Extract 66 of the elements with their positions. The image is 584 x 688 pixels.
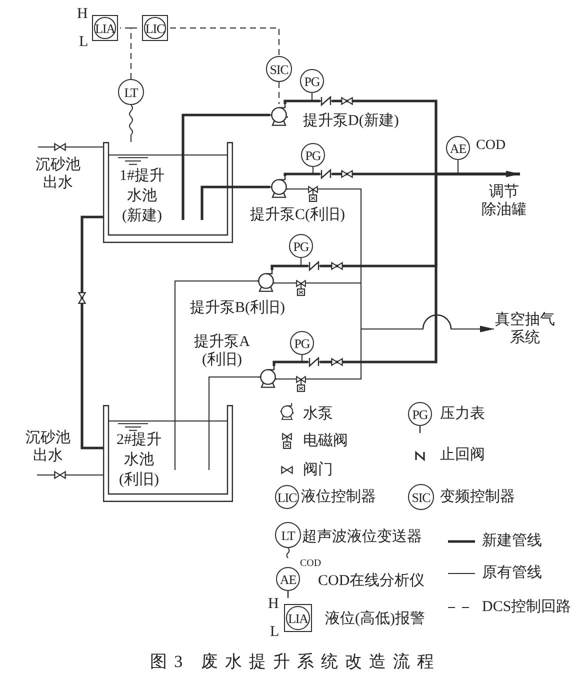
pump-label: 提升泵A(利旧) (193, 333, 251, 369)
source-label: 沉砂池出水 (25, 429, 71, 475)
legend-label: 水泵 (303, 405, 333, 423)
pipeline (272, 170, 520, 366)
limit-label: H (77, 5, 88, 23)
pump-icon (259, 366, 277, 388)
analyte-label: COD (476, 137, 506, 155)
pump-icon (270, 104, 288, 126)
legend-label: 阀门 (303, 461, 333, 479)
dashed-signal-line (130, 28, 132, 80)
instrument-bubble: LIC (275, 485, 299, 509)
destination-label: 调节除油罐 (481, 174, 527, 219)
instrument-bubble: PG (290, 331, 314, 355)
instrument-bubble: SIC (266, 56, 292, 82)
pipeline (276, 314, 494, 380)
boxed-instrument-bubble: LIC (142, 15, 168, 41)
pipeline (182, 114, 270, 142)
instrument-tap-line (300, 258, 302, 266)
instrument-bubble: LT (275, 522, 301, 548)
pipeline (80, 216, 103, 450)
limit-label: H (268, 595, 279, 613)
legend-label: 电磁阀 (303, 432, 348, 450)
pipeline (38, 146, 104, 148)
legend-label: 新建管线 (482, 532, 542, 550)
pump-icon (257, 270, 275, 292)
boxed-instrument-bubble: LIA (284, 604, 312, 632)
wavy-signal-line (129, 104, 133, 142)
legend-label: 止回阀 (440, 446, 485, 464)
pipeline (174, 280, 258, 406)
legend-label: 变频控制器 (440, 488, 515, 506)
tank-label: 2#提升水池(利旧) (116, 430, 162, 490)
tank (103, 405, 233, 502)
legend-label: COD在线分析仪 (318, 572, 425, 590)
instrument-bubble: PG (301, 143, 325, 167)
pipeline (208, 376, 260, 406)
limit-label: L (79, 33, 88, 51)
instrument-bubble: PG (289, 234, 313, 258)
pump-label: 提升泵B(利旧) (190, 299, 285, 317)
instrument-bubble: AE (446, 136, 470, 160)
legend-label: DCS控制回路 (482, 598, 572, 616)
legend-label: 原有管线 (482, 564, 542, 582)
destination-label: 真空抽气系统 (494, 311, 556, 347)
dashed-signal-line (278, 82, 280, 104)
instrument-tap-line (312, 166, 314, 174)
superscript-label: COD (300, 558, 322, 570)
source-label: 沉砂池出水 (35, 147, 81, 192)
instrument-bubble: SIC (408, 484, 434, 510)
limit-label: L (270, 623, 280, 641)
pump-icon (270, 176, 288, 198)
dashed-signal-line (170, 28, 280, 56)
pipeline (36, 474, 104, 476)
pump-label: 提升泵D(新建) (303, 112, 399, 130)
instrument-bubble: LT (118, 79, 144, 105)
instrument-bubble: PG (300, 69, 324, 93)
boxed-instrument-bubble: LIA (92, 15, 118, 41)
pump-label: 提升泵C(利旧) (250, 206, 345, 224)
legend-label: 液位(高低)报警 (325, 610, 425, 628)
figure-caption: 图3 废水提升系统改造流程 (149, 651, 442, 673)
legend-label: 超声波液位变送器 (302, 528, 422, 546)
instrument-bubble: PG (408, 402, 432, 426)
pipeline (233, 186, 270, 188)
instrument-bubble: AE (276, 567, 300, 591)
legend-label: 压力表 (440, 405, 485, 423)
tank-label: 1#提升水池(新建) (118, 166, 166, 226)
tank (103, 142, 233, 243)
legend-label: 液位控制器 (301, 488, 376, 506)
